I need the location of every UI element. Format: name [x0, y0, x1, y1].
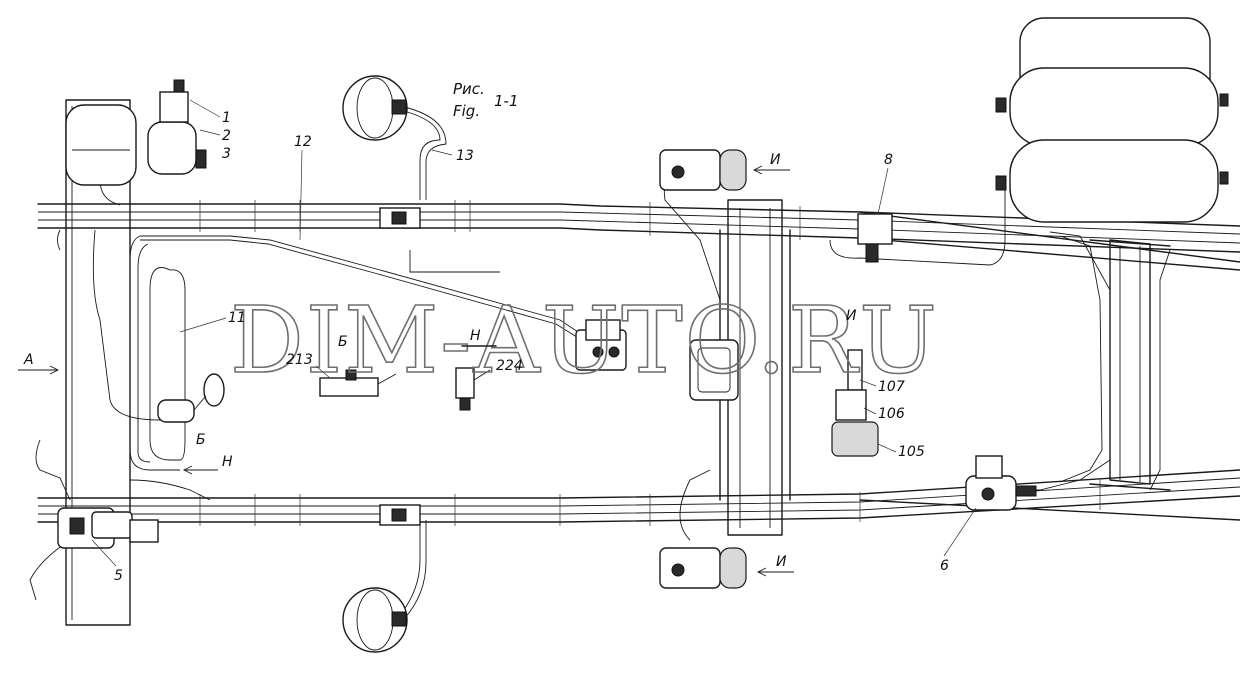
label-8: 8: [884, 152, 893, 168]
view-b-bottom: Б: [196, 432, 206, 448]
label-13: 13: [456, 148, 474, 164]
caption-en: Fig.: [453, 102, 480, 120]
label-213: 213: [286, 352, 313, 368]
detail-224: [455, 367, 491, 411]
spring-brake-chamber-top: [659, 149, 747, 191]
front-brake-chamber-bottom: [342, 587, 408, 653]
front-valve-top: [379, 207, 421, 229]
valve-6: [965, 455, 1037, 511]
detail-i-assembly: [831, 349, 879, 457]
view-n-bottom: Н: [222, 454, 233, 470]
label-106: 106: [878, 406, 905, 422]
front-brake-chamber-top: [342, 75, 408, 141]
view-i-mid: И: [846, 308, 857, 324]
label-11: 11: [228, 310, 246, 326]
spring-brake-chamber-bottom: [659, 547, 747, 589]
figure-caption: Рис. Fig. 1-1: [453, 80, 519, 120]
caption-ru: Рис.: [453, 80, 485, 98]
central-valve: [575, 319, 627, 371]
part-labels: 1 2 3 12 13 8 11 213 224 107 106 105 5 6: [91, 99, 977, 584]
label-12: 12: [294, 134, 312, 150]
label-1: 1: [222, 110, 231, 126]
air-receiver-rear: [995, 17, 1229, 223]
valve-8: [857, 213, 893, 263]
view-i-top: И: [770, 152, 781, 168]
label-6: 6: [940, 558, 949, 574]
view-b-top: Б: [338, 334, 348, 350]
view-markers: А Б Б Н Н И И И: [18, 152, 857, 577]
valve-5: [57, 507, 159, 549]
view-n-top: Н: [470, 328, 481, 344]
front-valve-bottom: [379, 504, 421, 526]
mid-cover: [689, 339, 739, 401]
caption-number: 1-1: [494, 92, 519, 110]
view-i-bottom: И: [776, 554, 787, 570]
watermark: DIM-AUTO.RU: [230, 287, 939, 394]
label-3: 3: [222, 146, 231, 162]
rear-crossmember: [1089, 239, 1171, 491]
label-107: 107: [878, 379, 905, 395]
view-a: А: [23, 352, 34, 368]
label-5: 5: [114, 568, 123, 584]
detail-213: [319, 369, 397, 397]
frame-right-rail: [37, 469, 1240, 523]
label-105: 105: [898, 444, 925, 460]
label-224: 224: [496, 358, 523, 374]
rail-brackets: [199, 200, 1101, 526]
label-2: 2: [222, 128, 231, 144]
hand-valve: [157, 373, 225, 423]
air-receiver-front: [65, 79, 207, 186]
